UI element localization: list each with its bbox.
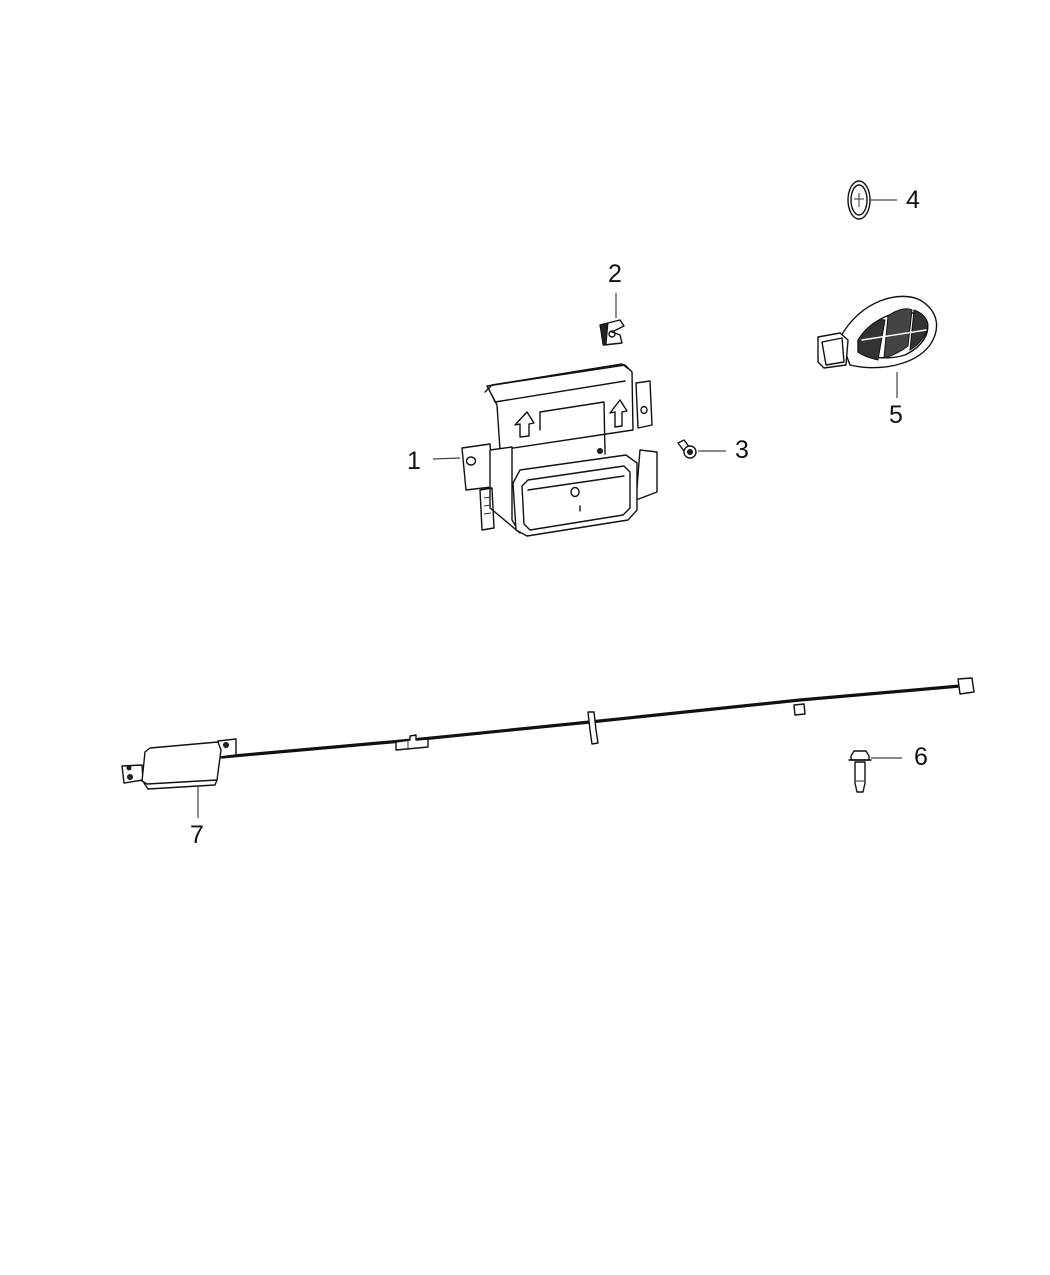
screw-drawing (677, 439, 697, 459)
callout-5: 5 (889, 401, 903, 429)
bolt-drawing (848, 750, 872, 793)
control-module-drawing (461, 363, 658, 537)
callout-4: 4 (906, 186, 920, 214)
callout-1: 1 (407, 447, 421, 475)
clip-drawing (599, 319, 625, 346)
callout-3: 3 (735, 436, 749, 464)
leader-line-1 (432, 457, 461, 460)
key-fob-drawing (817, 295, 938, 369)
callout-2: 2 (608, 260, 622, 288)
callout-6: 6 (914, 743, 928, 771)
callout-7: 7 (190, 821, 204, 849)
antenna-module-drawing (121, 677, 975, 790)
coin-battery-drawing (847, 180, 871, 220)
